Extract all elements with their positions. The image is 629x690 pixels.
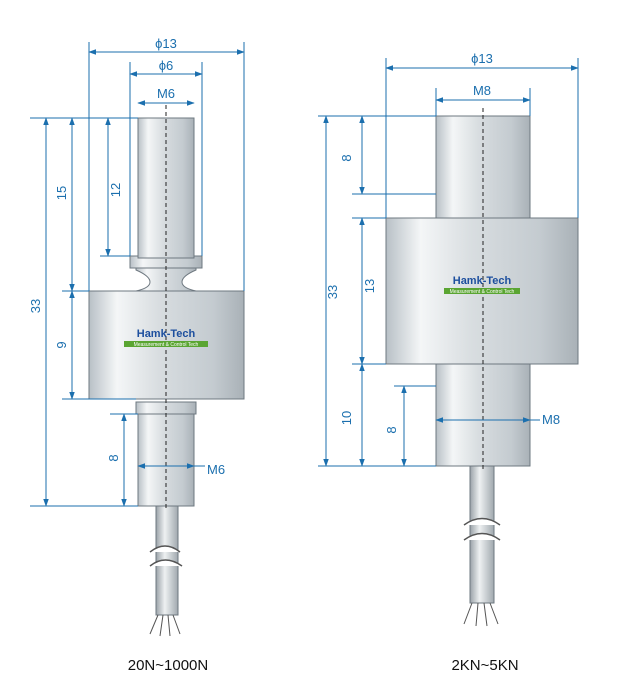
left-dim-top-thread: M6 — [157, 86, 175, 101]
right-dim-body-length: 13 — [362, 279, 377, 293]
right-logo-bar — [444, 288, 520, 294]
left-dim-lower-length: 8 — [106, 454, 121, 461]
right-dim-outer-dia: ϕ13 — [471, 51, 493, 66]
left-upper-stud — [137, 117, 195, 259]
left-dimensions: ϕ13 ϕ6 M6 33 15 12 9 8 M6 — [28, 36, 245, 507]
right-bottom-thread — [435, 363, 531, 467]
left-dim-thread-length: 12 — [108, 183, 123, 197]
left-cable — [149, 504, 183, 637]
left-sensor: Hamk-Tech Measurement & Control Tech ϕ13… — [28, 36, 245, 674]
right-cable — [463, 464, 501, 627]
right-dim-thread-length: 8 — [384, 426, 399, 433]
left-dim-upper-length: 15 — [54, 186, 69, 200]
left-caption: 20N~1000N — [128, 657, 208, 674]
left-dim-total-length: 33 — [28, 299, 43, 313]
svg-text:Hamk-Tech: Hamk-Tech — [453, 275, 512, 287]
left-dim-bottom-thread: M6 — [207, 462, 225, 477]
right-dimensions: ϕ13 M8 33 8 13 10 8 M8 — [318, 51, 579, 467]
right-caption: 2KN~5KN — [451, 657, 518, 674]
svg-text:Hamk-Tech: Hamk-Tech — [137, 328, 196, 340]
left-logo: Hamk-Tech Measurement & Control Tech — [124, 328, 208, 348]
right-logo: Hamk-Tech Measurement & Control Tech — [444, 275, 520, 295]
right-dim-bottom-thread: M8 — [542, 412, 560, 427]
svg-text:Measurement & Control Tech: Measurement & Control Tech — [450, 289, 515, 295]
left-logo-bar — [124, 341, 208, 347]
right-dim-top-thread: M8 — [473, 83, 491, 98]
right-dim-top-length: 8 — [339, 154, 354, 161]
svg-text:Measurement & Control Tech: Measurement & Control Tech — [134, 342, 199, 348]
left-neck — [135, 265, 197, 292]
right-main-body — [385, 217, 579, 365]
right-dim-lower-length: 10 — [339, 411, 354, 425]
left-dim-stud-dia: ϕ6 — [159, 58, 174, 73]
right-dim-total-length: 33 — [325, 285, 340, 299]
left-dim-body-length: 9 — [54, 341, 69, 348]
right-sensor: Hamk-Tech Measurement & Control Tech ϕ13… — [318, 51, 579, 674]
left-dim-outer-dia: ϕ13 — [155, 36, 177, 51]
